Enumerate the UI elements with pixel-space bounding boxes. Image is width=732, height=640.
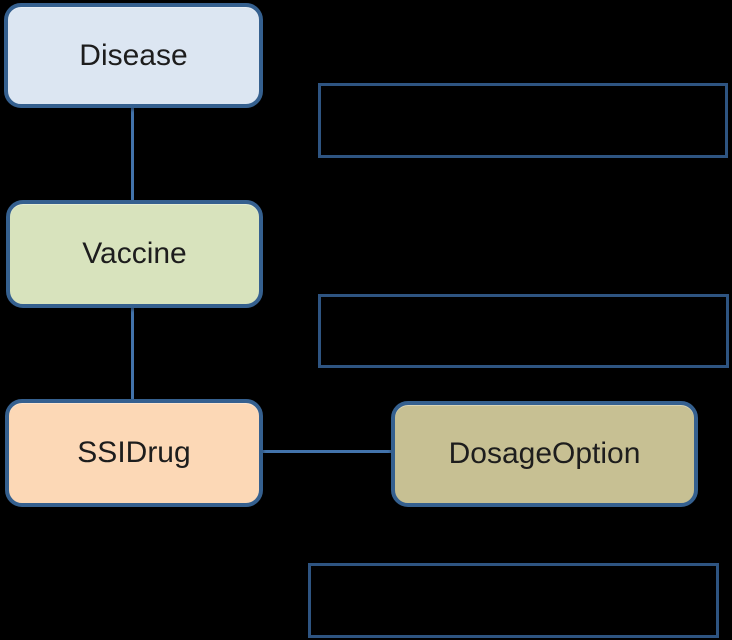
node-disease-label: Disease bbox=[79, 38, 188, 72]
annotation-box-top bbox=[318, 83, 728, 158]
connector-disease-vaccine bbox=[131, 108, 134, 200]
node-disease: Disease bbox=[4, 3, 263, 108]
node-vaccine: Vaccine bbox=[6, 200, 263, 308]
node-dosageoption-label: DosageOption bbox=[448, 437, 641, 470]
connector-ssidrug-dosageoption bbox=[263, 450, 391, 453]
node-dosageoption: DosageOption bbox=[391, 401, 698, 507]
node-ssidrug: SSIDrug bbox=[5, 399, 263, 507]
node-ssidrug-label: SSIDrug bbox=[77, 436, 191, 469]
node-vaccine-label: Vaccine bbox=[82, 237, 187, 270]
connector-vaccine-ssidrug bbox=[131, 308, 134, 399]
annotation-box-middle bbox=[318, 294, 729, 368]
annotation-box-bottom bbox=[308, 563, 719, 638]
